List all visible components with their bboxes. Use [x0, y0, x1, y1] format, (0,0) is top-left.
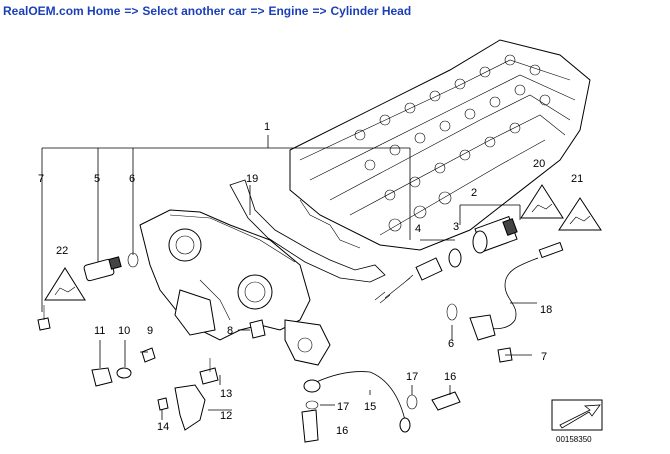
breadcrumb-select-car-link[interactable]: Select another car [142, 4, 247, 18]
breadcrumb-separator: => [250, 4, 265, 18]
callout-2[interactable]: 2 [471, 187, 477, 199]
callout-17[interactable]: 17 [406, 371, 418, 383]
callout-10[interactable]: 10 [118, 325, 130, 337]
callout-15[interactable]: 15 [364, 401, 376, 413]
gasket-drawing [229, 179, 386, 283]
warning-triangle-icon [520, 184, 564, 219]
orientation-arrow-icon [551, 399, 603, 431]
leader-lines [41, 135, 537, 420]
callout-8[interactable]: 8 [227, 325, 233, 337]
image-code: 00158350 [556, 435, 592, 444]
callout-20[interactable]: 20 [533, 158, 545, 170]
callout-13[interactable]: 13 [220, 388, 232, 400]
callout-labels: 1 2 3 4 5 6 6 7 7 8 9 10 11 12 13 14 15 … [38, 121, 583, 437]
sensor-left-drawing [83, 252, 139, 282]
callout-19[interactable]: 19 [246, 173, 258, 185]
breadcrumb: RealOEM.com Home=>Select another car=>En… [3, 4, 411, 18]
warning-triangle-icon [558, 197, 602, 231]
cylinder-head-drawing [289, 39, 591, 251]
callout-3[interactable]: 3 [453, 221, 459, 233]
callout-5[interactable]: 5 [94, 173, 100, 185]
callout-12[interactable]: 12 [220, 410, 232, 422]
callout-16[interactable]: 16 [444, 371, 456, 383]
small-parts-drawing [37, 305, 513, 443]
callout-6[interactable]: 6 [448, 338, 454, 350]
callout-7[interactable]: 7 [541, 351, 547, 363]
breadcrumb-cylinder-head-link[interactable]: Cylinder Head [330, 4, 412, 18]
sensor-cable-drawing [446, 241, 564, 341]
callout-1[interactable]: 1 [264, 121, 270, 133]
warning-triangle-icon [44, 267, 86, 301]
spring-piston-drawing [374, 248, 462, 304]
vanos-unit-drawing [139, 209, 331, 366]
breadcrumb-separator: => [312, 4, 327, 18]
callout-14[interactable]: 14 [157, 421, 169, 433]
callout-17[interactable]: 17 [337, 401, 349, 413]
callout-22[interactable]: 22 [56, 245, 68, 257]
callout-7[interactable]: 7 [38, 173, 44, 185]
breadcrumb-separator: => [124, 4, 139, 18]
callout-16[interactable]: 16 [336, 425, 348, 437]
callout-4[interactable]: 4 [415, 223, 421, 235]
callout-9[interactable]: 9 [147, 325, 153, 337]
breadcrumb-engine-link[interactable]: Engine [268, 4, 309, 18]
callout-11[interactable]: 11 [94, 325, 105, 337]
breadcrumb-home-link[interactable]: RealOEM.com Home [3, 4, 121, 18]
callout-6[interactable]: 6 [129, 173, 135, 185]
callout-21[interactable]: 21 [571, 173, 583, 185]
callout-18[interactable]: 18 [540, 304, 552, 316]
solenoid-drawing [472, 215, 518, 254]
